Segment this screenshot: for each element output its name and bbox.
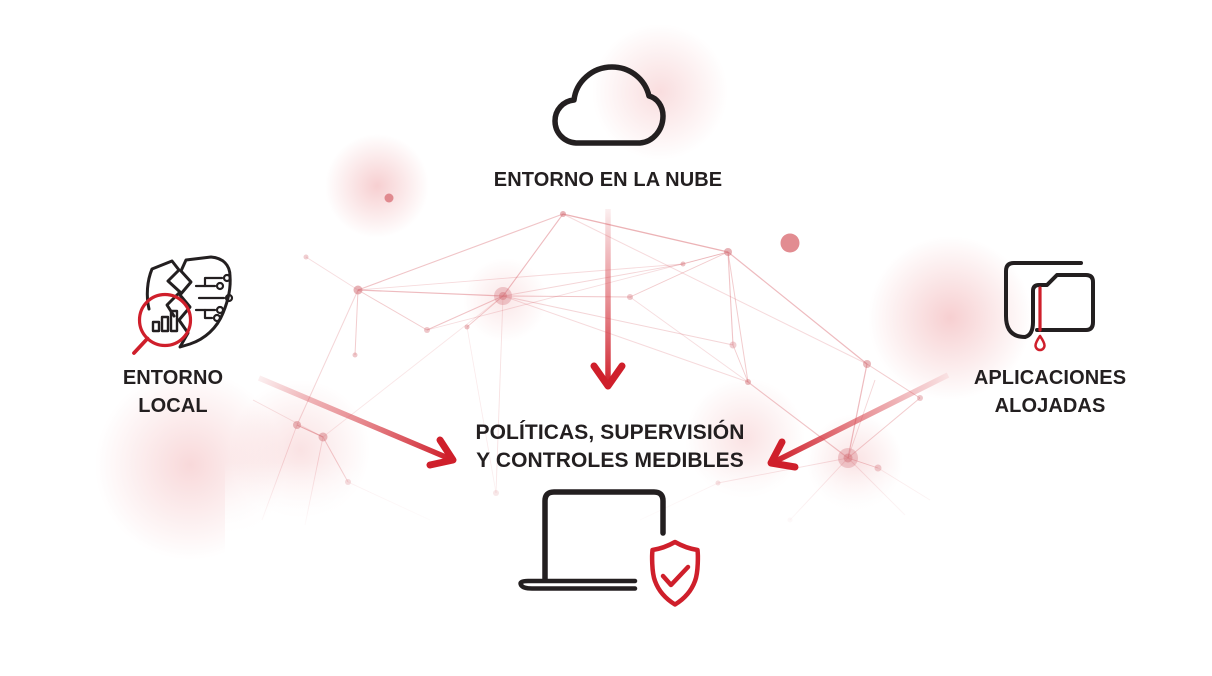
local-environment-label: ENTORNO LOCAL xyxy=(88,364,258,420)
magnifier-chart xyxy=(132,292,193,355)
leak-drip xyxy=(1034,286,1046,352)
hosted-applications-label-line1: APLICACIONES xyxy=(973,367,1127,389)
arrow-hosted-to-center xyxy=(767,372,950,471)
local-environment-label-line1: ENTORNO xyxy=(122,367,224,389)
document-scan-circuit-icon xyxy=(132,255,234,355)
local-environment-label-line2: LOCAL xyxy=(138,395,208,417)
circuit-traces xyxy=(194,273,234,323)
cloud-icon xyxy=(552,64,666,146)
accent-dots xyxy=(384,193,800,253)
hosted-applications-label: APLICACIONES ALOJADAS xyxy=(955,364,1145,420)
policies-controls-label-line1: POLÍTICAS, SUPERVISIÓN xyxy=(475,421,745,444)
folder-leak-icon xyxy=(1004,261,1095,352)
arrow-cloud-to-center xyxy=(590,209,626,390)
policies-controls-label: POLÍTICAS, SUPERVISIÓN Y CONTROLES MEDIB… xyxy=(440,419,780,475)
laptop-icon xyxy=(518,489,701,607)
policies-controls-label-line2: Y CONTROLES MEDIBLES xyxy=(476,449,744,472)
hosted-applications-label-line2: ALOJADAS xyxy=(994,395,1106,417)
cloud-environment-label: ENTORNO EN LA NUBE xyxy=(493,169,723,191)
shield-check-icon xyxy=(649,539,701,607)
arrow-local-to-center xyxy=(257,375,457,469)
mesh-fade xyxy=(225,462,1015,554)
